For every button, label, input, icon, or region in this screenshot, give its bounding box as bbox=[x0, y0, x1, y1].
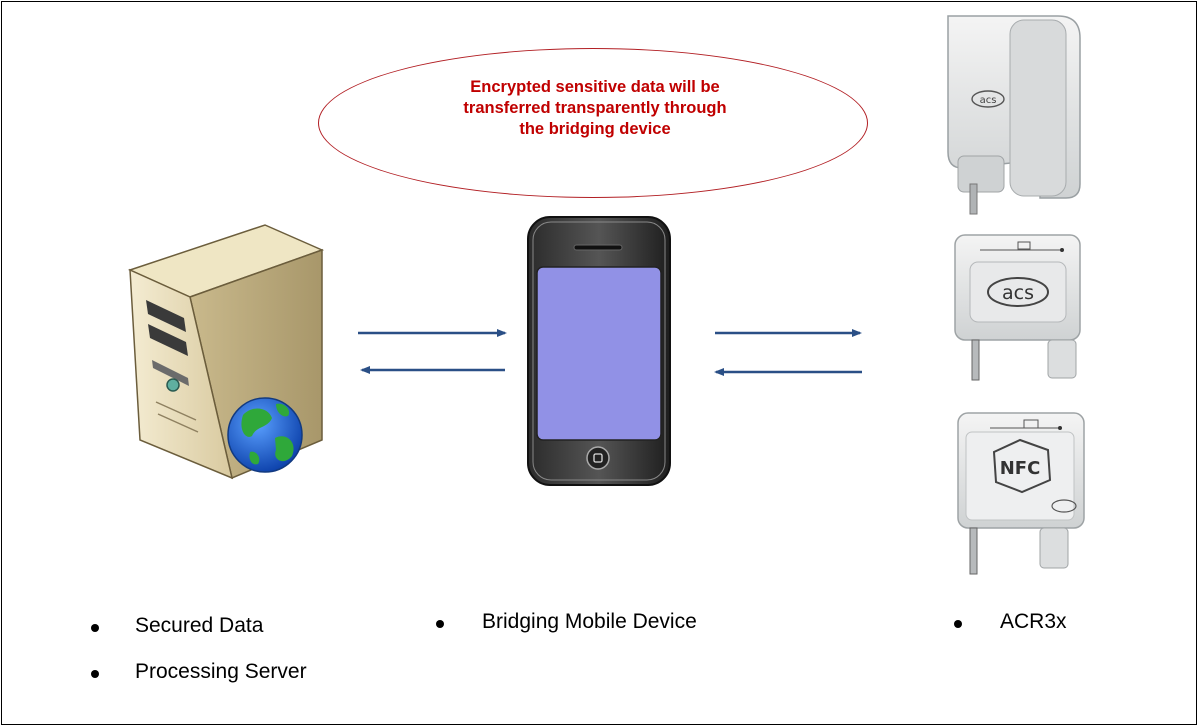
server-label-line2: Processing Server bbox=[135, 660, 307, 683]
server-icon bbox=[127, 224, 325, 480]
server-label-line1: Secured Data bbox=[135, 614, 264, 637]
callout-line: Encrypted sensitive data will be bbox=[470, 78, 720, 96]
nfc-logo-text: NFC bbox=[1000, 458, 1041, 479]
card-reader-icon: acs bbox=[947, 15, 1081, 215]
bullet-dot bbox=[91, 670, 99, 678]
callout-line: transferred transparently through bbox=[463, 99, 727, 117]
globe-icon bbox=[227, 397, 303, 473]
reader-logo-text: acs bbox=[1002, 282, 1034, 304]
mobile-label: Bridging Mobile Device bbox=[482, 610, 697, 633]
bullet-dot bbox=[436, 620, 444, 628]
callout-text: Encrypted sensitive data will be transfe… bbox=[380, 77, 810, 140]
bullet-dot bbox=[91, 624, 99, 632]
reader-label: ACR3x bbox=[1000, 610, 1067, 633]
callout-line: the bridging device bbox=[519, 120, 671, 138]
callout-ellipse bbox=[318, 48, 868, 198]
bullet-dot bbox=[954, 620, 962, 628]
smartphone-icon bbox=[527, 216, 671, 486]
reader-logo-text: acs bbox=[980, 95, 997, 106]
card-reader-icon: acs bbox=[954, 234, 1081, 381]
nfc-reader-icon: NFC bbox=[957, 412, 1085, 575]
